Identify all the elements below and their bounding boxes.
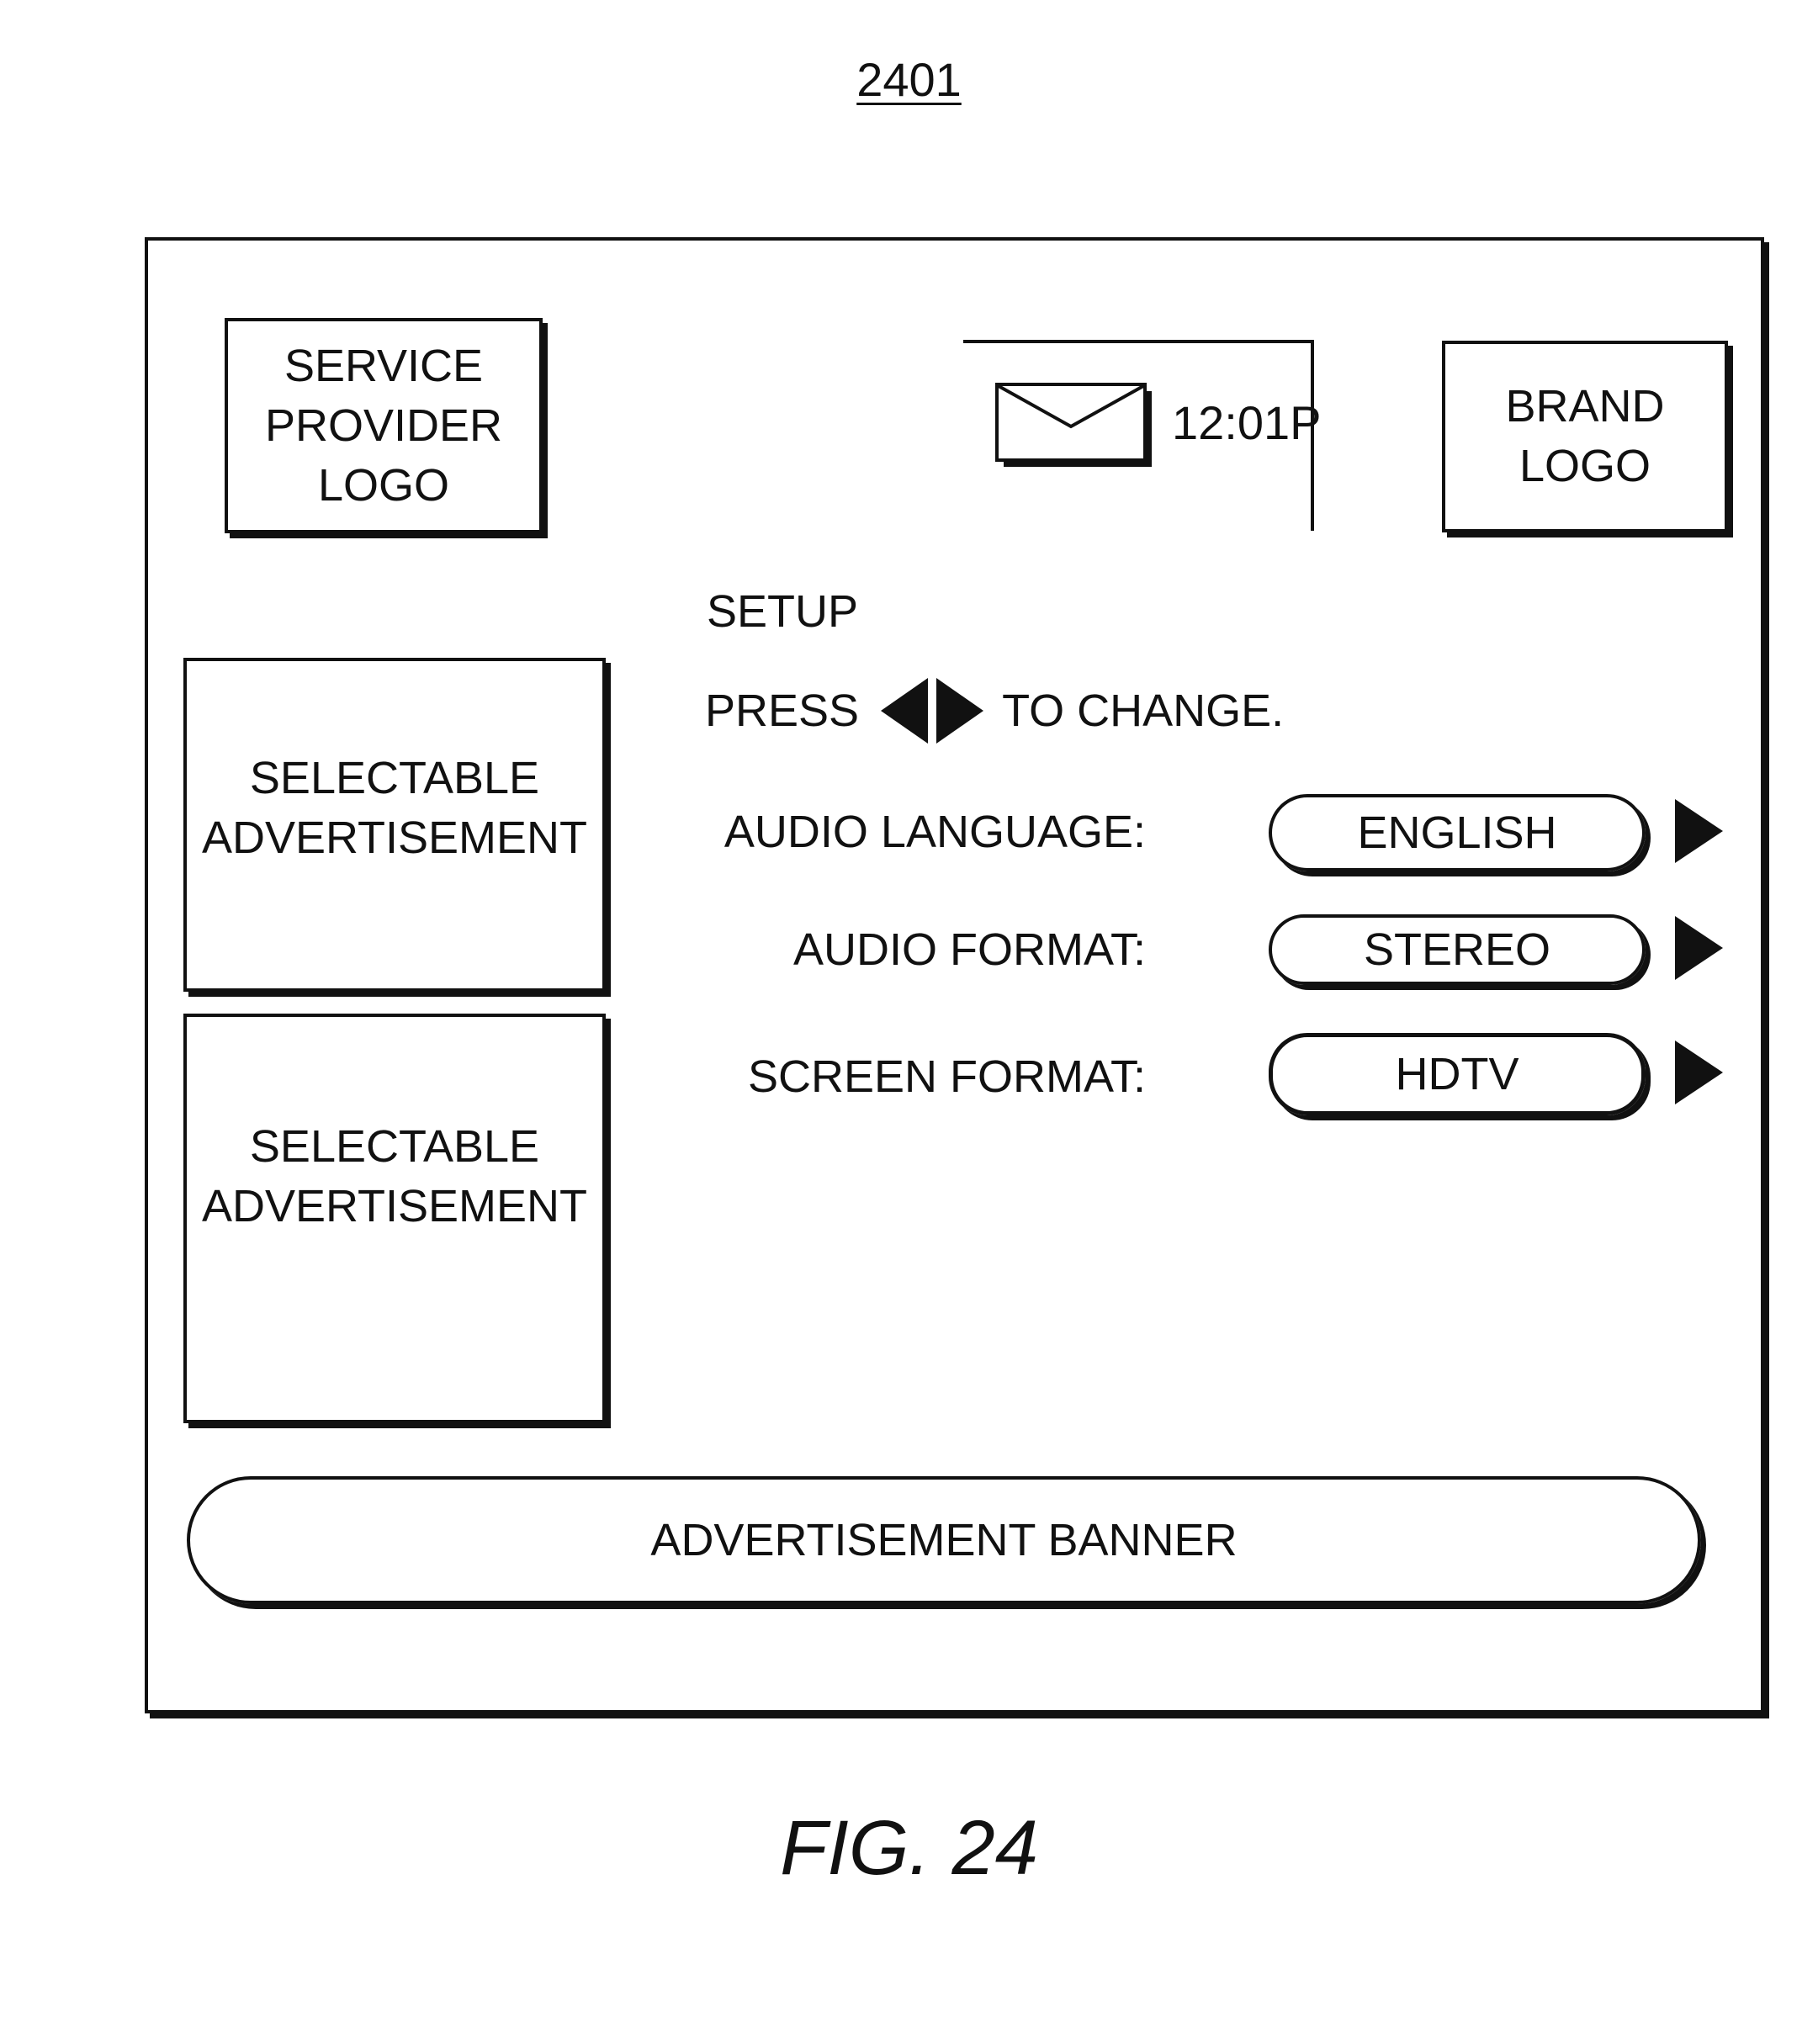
- advertisement-label-line: SELECTABLE: [202, 1117, 587, 1177]
- advertisement-banner[interactable]: ADVERTISEMENT BANNER: [187, 1476, 1701, 1604]
- clock-time: 12:01P: [1172, 395, 1322, 450]
- instruction-row: PRESS TO CHANGE.: [705, 683, 1284, 739]
- service-provider-logo: SERVICE PROVIDER LOGO: [225, 318, 543, 533]
- advertisement-label-line: SELECTABLE: [202, 749, 587, 808]
- advertisement-label-line: ADVERTISEMENT: [202, 808, 587, 868]
- figure-reference-number: 2401: [0, 52, 1818, 107]
- setup-title: SETUP: [707, 585, 858, 638]
- instruction-prefix: PRESS: [705, 685, 859, 737]
- brand-logo: BRAND LOGO: [1442, 341, 1728, 532]
- selectable-advertisement[interactable]: SELECTABLE ADVERTISEMENT: [183, 1014, 606, 1423]
- audio-format-value[interactable]: STEREO: [1269, 914, 1646, 985]
- selectable-advertisement[interactable]: SELECTABLE ADVERTISEMENT: [183, 658, 606, 992]
- audio-format-label: AUDIO FORMAT:: [641, 924, 1146, 976]
- screen-format-label: SCREEN FORMAT:: [641, 1051, 1146, 1103]
- audio-language-value[interactable]: ENGLISH: [1269, 794, 1646, 871]
- right-arrow-icon[interactable]: [1675, 799, 1723, 863]
- screen-format-value[interactable]: HDTV: [1269, 1033, 1646, 1115]
- left-right-arrows-icon: [881, 678, 985, 744]
- envelope-icon[interactable]: [995, 383, 1158, 471]
- service-provider-logo-line: SERVICE: [265, 336, 502, 396]
- audio-language-label: AUDIO LANGUAGE:: [641, 806, 1146, 858]
- figure-caption: FIG. 24: [0, 1804, 1818, 1893]
- advertisement-label-line: ADVERTISEMENT: [202, 1177, 587, 1236]
- service-provider-logo-line: LOGO: [265, 456, 502, 516]
- instruction-suffix: TO CHANGE.: [1002, 685, 1284, 737]
- brand-logo-line: BRAND: [1505, 377, 1664, 437]
- right-arrow-icon[interactable]: [1675, 916, 1723, 980]
- service-provider-logo-line: PROVIDER: [265, 396, 502, 456]
- brand-logo-line: LOGO: [1505, 437, 1664, 496]
- right-arrow-icon[interactable]: [1675, 1041, 1723, 1104]
